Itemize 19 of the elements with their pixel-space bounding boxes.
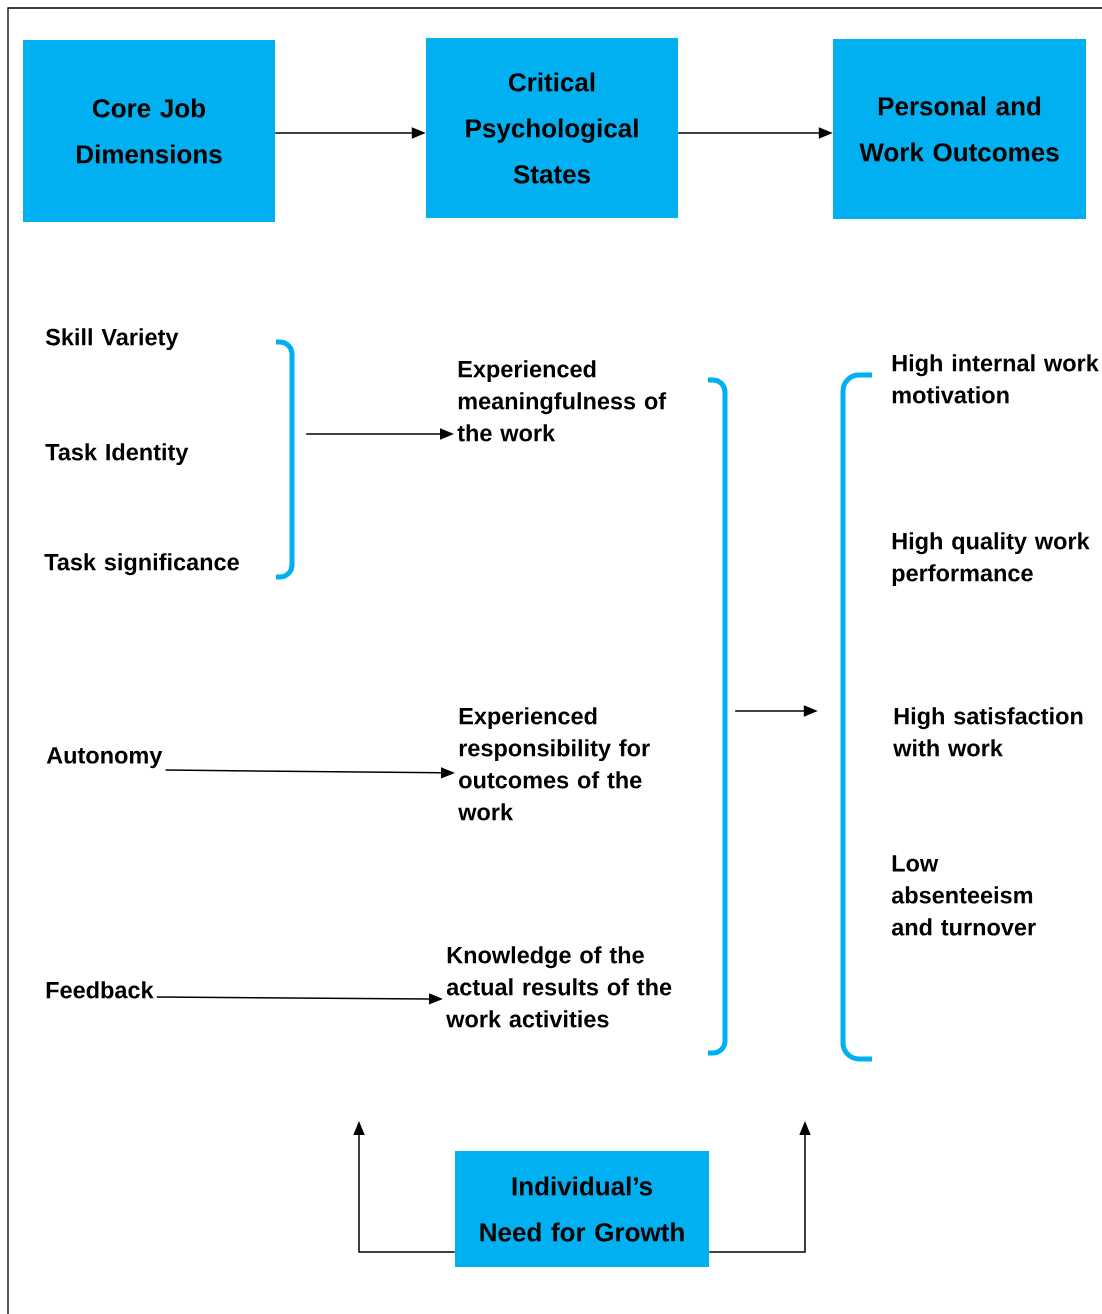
bracket — [707, 377, 728, 1056]
label-text: Skill Variety — [45, 328, 179, 351]
label-text: High quality work performance — [892, 532, 1090, 587]
title-box: Core Job Dimensions — [23, 40, 275, 222]
label-text: Low absenteeism and turnover — [891, 855, 1036, 936]
label-text: High satisfaction with work — [893, 707, 1083, 757]
title-box: Individual’s Need for Growth — [455, 1151, 709, 1267]
label-text: Experienced responsibility for outcomes of the work — [458, 707, 650, 821]
bracket — [276, 339, 295, 580]
label-text: Feedback — [46, 981, 154, 999]
label-text: Task significance — [44, 553, 239, 576]
label-text: Task Identity — [45, 443, 189, 466]
label-text: Knowledge of the actual results of the work activities — [446, 946, 672, 1028]
title-box: Critical Psychological States — [426, 38, 678, 218]
bracket — [840, 372, 872, 1062]
label-text: High internal work motivation — [892, 354, 1099, 404]
title-box: Personal and Work Outcomes — [833, 39, 1086, 219]
label-text: Experienced meaningfulness of the work — [457, 360, 667, 442]
label-text: Autonomy — [46, 747, 163, 769]
